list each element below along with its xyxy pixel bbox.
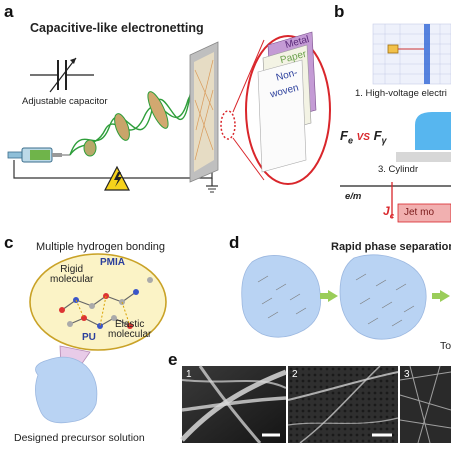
zoom-region-marker <box>220 110 236 140</box>
fiber-net <box>194 59 214 161</box>
force-fe: F <box>340 128 348 143</box>
precursor-caption: Designed precursor solution <box>14 432 145 444</box>
force-fg-sub: γ <box>381 135 387 146</box>
jc-sub: c <box>389 211 395 221</box>
force-fe-sub: e <box>347 135 353 146</box>
jet-mode-box <box>397 203 451 223</box>
force-fg: F <box>373 128 382 143</box>
adjustable-capacitor-icon <box>30 57 94 93</box>
syringe-icon <box>7 147 70 163</box>
atoms <box>59 277 153 329</box>
precursor-solution-blob <box>35 356 98 424</box>
jc-label: Jc <box>383 204 394 220</box>
sem-index-1: 1 <box>186 369 192 380</box>
panel-e-label: e <box>168 350 178 369</box>
droplet <box>147 91 169 129</box>
fiber-mat <box>194 52 214 172</box>
axis-label: e/m <box>345 191 362 202</box>
force-vs: VS <box>356 132 370 143</box>
sem-index-2: 2 <box>292 369 298 380</box>
sem-fibers-3 <box>399 365 451 444</box>
panel-d-title: Rapid phase separation <box>331 241 451 253</box>
nonwoven-substrate <box>257 59 307 173</box>
sem-fibers-2 <box>287 365 399 444</box>
panel-b-label: b <box>334 2 345 21</box>
droplet <box>114 113 130 141</box>
rigid-molecular-label: Rigid molecular <box>50 264 94 285</box>
ground-icon <box>206 178 218 193</box>
cylinder-base <box>396 152 451 162</box>
arrow-shaft <box>432 293 440 299</box>
arrow-right-icon <box>440 290 450 302</box>
panel-a-title: Capacitive-like electronetting <box>30 21 204 35</box>
panel-a-label: a <box>4 2 14 21</box>
jc-text: J <box>383 204 390 218</box>
elastic-molecular-label: Elastic molecular <box>108 319 152 340</box>
arrow-shaft <box>320 293 328 299</box>
sem-index-3: 3 <box>404 369 410 380</box>
panel-c-label: c <box>4 233 14 252</box>
high-voltage-warning-icon <box>104 165 130 191</box>
zoom-line <box>232 39 265 113</box>
pmia-label: PMIA <box>100 257 125 268</box>
field-lines <box>373 24 451 84</box>
solution-blob-1 <box>241 255 322 338</box>
force-comparison: Fe VS Fγ <box>340 128 387 146</box>
step1-label: 1. High-voltage electri <box>355 88 447 99</box>
solution-blob-2 <box>339 254 427 340</box>
polymer-chains <box>257 273 415 327</box>
panel-d-label: d <box>229 233 240 252</box>
pu-label: PU <box>82 332 96 343</box>
capacitor-label: Adjustable capacitor <box>22 96 108 107</box>
panel-c-title: Multiple hydrogen bonding <box>36 241 166 253</box>
droplet <box>83 139 97 157</box>
panel-d-cut-text: To <box>440 340 451 352</box>
sem-fibers-1 <box>180 365 287 444</box>
zoom-line <box>232 137 265 181</box>
field-band <box>424 24 430 84</box>
arrow-right-icon <box>328 290 338 302</box>
step3-label: 3. Cylindr <box>378 164 419 175</box>
hydrogen-bonds <box>75 295 131 327</box>
cylinder-shape <box>415 112 451 150</box>
jet-mode-label: Jet mo <box>404 207 435 218</box>
